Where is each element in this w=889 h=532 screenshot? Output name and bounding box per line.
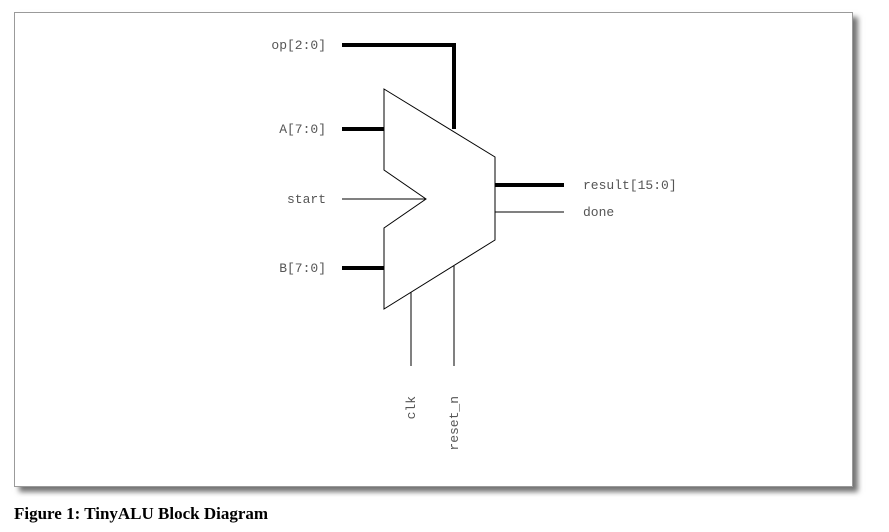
op-label: op[2:0] (271, 38, 326, 53)
op-bus-wire (342, 43, 456, 129)
start-label: start (287, 192, 326, 207)
done-label: done (583, 205, 614, 220)
b-label: B[7:0] (279, 261, 326, 276)
clk-label: clk (404, 396, 419, 420)
a-label: A[7:0] (279, 122, 326, 137)
result-label: result[15:0] (583, 178, 677, 193)
figure-caption: Figure 1: TinyALU Block Diagram (14, 504, 269, 523)
reset-n-label: reset_n (447, 396, 462, 451)
